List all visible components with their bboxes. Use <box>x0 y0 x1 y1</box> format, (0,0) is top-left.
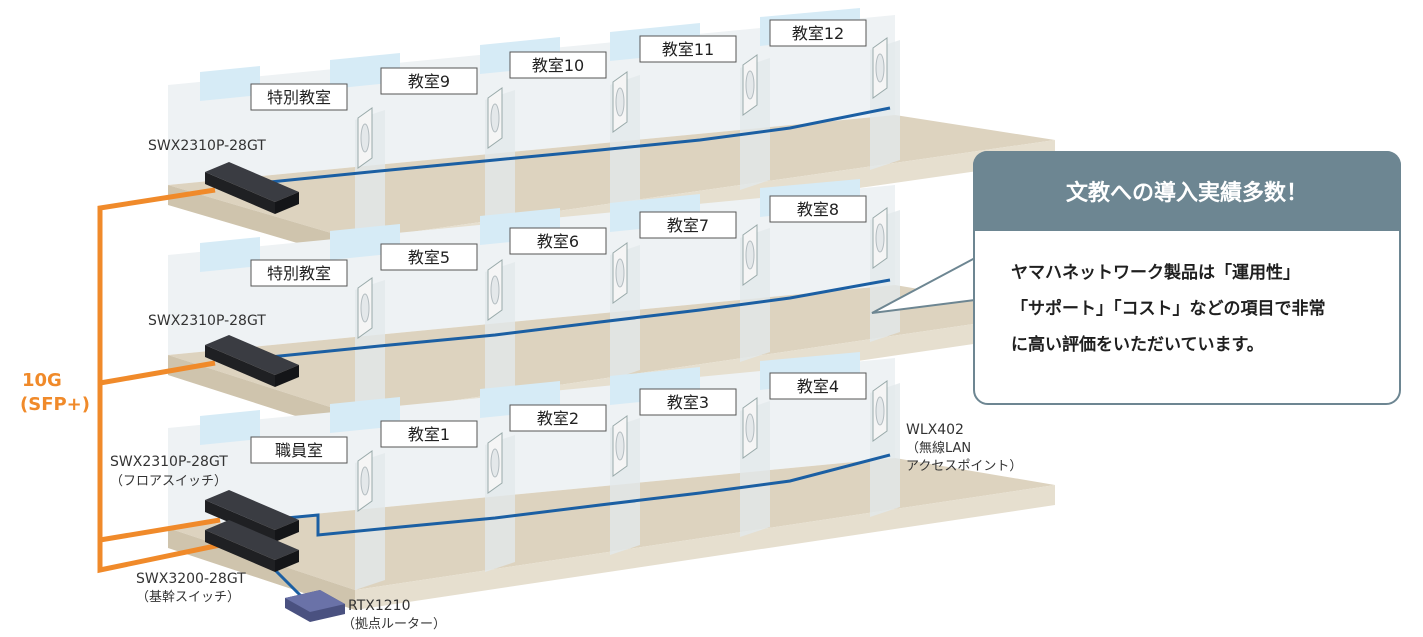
callout-line: 「サポート」「コスト」などの項目で非常 <box>1011 299 1326 319</box>
callout-body: ヤマハネットワーク製品は「運用性」 「サポート」「コスト」などの項目で非常 に高… <box>973 231 1401 405</box>
room-label: 教室8 <box>797 200 839 219</box>
room-label: 職員室 <box>275 441 323 460</box>
callout-box: 文教への導入実績多数！ ヤマハネットワーク製品は「運用性」 「サポート」「コスト… <box>973 151 1401 405</box>
room-label: 教室12 <box>792 24 844 43</box>
room-label: 教室6 <box>537 232 579 251</box>
room-label: 教室2 <box>537 409 579 428</box>
floor-switch-label: SWX2310P-28GT <box>148 138 266 154</box>
floor-2 <box>168 179 1055 435</box>
callout-line: ヤマハネットワーク製品は「運用性」 <box>1011 263 1300 283</box>
room-label: 教室7 <box>667 216 709 235</box>
room-label: 教室11 <box>662 40 714 59</box>
uplink-speed-label: 10G <box>22 370 62 391</box>
floor-switch-label: SWX2310P-28GT <box>148 313 266 329</box>
ap-label: WLX402 <box>906 422 964 438</box>
room-label: 教室4 <box>797 377 839 396</box>
callout-line: に高い評価をいただいています。 <box>1011 335 1264 355</box>
callout-title: 文教への導入実績多数！ <box>973 151 1401 231</box>
room-labels <box>250 19 867 464</box>
ap-sublabel-2: アクセスポイント） <box>906 459 1022 474</box>
room-label: 教室5 <box>408 248 450 267</box>
room-label: 教室9 <box>408 72 450 91</box>
core-switch-label: SWX3200-28GT <box>136 571 246 587</box>
room-label: 教室10 <box>532 56 584 75</box>
router-sublabel: （拠点ルーター） <box>342 617 446 632</box>
floor-switch-sublabel: （フロアスイッチ） <box>110 474 227 489</box>
room-label: 特別教室 <box>267 88 331 107</box>
floor-switch-label: SWX2310P-28GT <box>110 454 228 470</box>
router-label: RTX1210 <box>348 598 410 614</box>
core-switch-sublabel: （基幹スイッチ） <box>136 589 240 605</box>
room-label: 特別教室 <box>267 264 331 283</box>
router-device <box>285 590 345 622</box>
uplink-cables <box>97 187 221 574</box>
ap-sublabel-1: （無線LAN <box>906 440 971 456</box>
room-label: 教室1 <box>408 425 450 444</box>
uplink-type-label: (SFP+) <box>20 394 90 415</box>
room-label: 教室3 <box>667 393 709 412</box>
